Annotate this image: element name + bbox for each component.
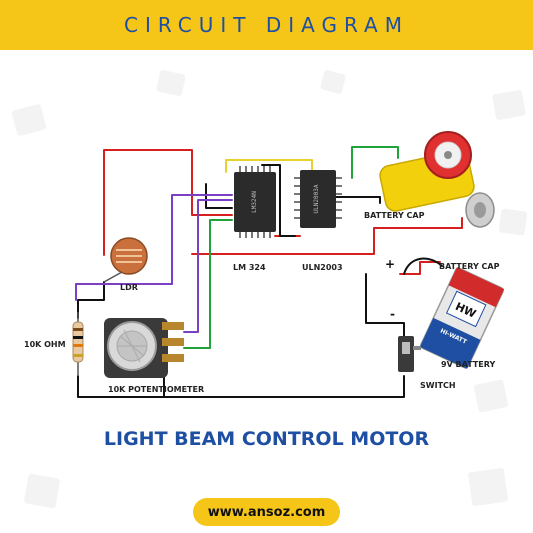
- ldr-label: LDR: [120, 283, 138, 292]
- red-wire-main-rail: [191, 217, 463, 255]
- battery-9v: HW HI-WATT: [419, 267, 505, 369]
- resistor-10k: [72, 312, 84, 376]
- website-pill[interactable]: www.ansoz.com: [193, 498, 340, 526]
- website-url[interactable]: www.ansoz.com: [207, 504, 326, 520]
- black-wire-battery-cap: [403, 257, 443, 275]
- battery-cap-battery-label: BATTERY CAP: [439, 262, 500, 271]
- black-wire-ldr-lead: [77, 281, 105, 319]
- battery-cap-motor-label: BATTERY CAP: [364, 211, 425, 220]
- ldr-sensor: [103, 237, 148, 283]
- black-wire-ground-rail: [77, 375, 405, 398]
- uln2003-label: ULN2003: [302, 263, 343, 272]
- lm324-label: LM 324: [233, 263, 266, 272]
- dc-motor: [379, 131, 495, 228]
- watermark-pattern: [11, 70, 528, 509]
- uln2003-marking: ULN2003A: [313, 184, 320, 213]
- purple-wire-ldr-signal: [75, 194, 233, 301]
- header-banner: CIRCUIT DIAGRAM: [0, 0, 533, 50]
- lm324-chip: LM324N: [234, 166, 276, 238]
- black-wire-motor: [335, 196, 381, 204]
- black-wire-chip-ground: [205, 183, 233, 209]
- battery-label: 9V BATTERY: [441, 360, 495, 369]
- resistor-label: 10K OHM: [24, 340, 66, 349]
- slide-switch: [398, 336, 421, 372]
- project-title: LIGHT BEAM CONTROL MOTOR: [103, 428, 430, 450]
- purple-wire-pot-signal: [183, 199, 233, 333]
- green-wire-pot: [183, 219, 233, 349]
- lm324-marking: LM324N: [251, 191, 258, 213]
- black-wire-uln-link: [261, 164, 296, 237]
- wires: [75, 146, 463, 398]
- potentiometer: [104, 318, 184, 378]
- battery-minus-symbol: -: [390, 307, 395, 321]
- page-title: CIRCUIT DIAGRAM: [124, 13, 409, 37]
- uln2003-chip: ULN2003A: [294, 170, 342, 228]
- green-wire-motor: [351, 146, 399, 179]
- yellow-wire-chips: [225, 159, 313, 173]
- black-wire-battery: [365, 273, 405, 339]
- red-wire-top-loop: [103, 149, 233, 256]
- red-wire-battery-plus: [399, 261, 441, 275]
- switch-label: SWITCH: [420, 381, 456, 390]
- potentiometer-label: 10K POTENTIOMETER: [108, 385, 204, 394]
- battery-plus-symbol: +: [385, 257, 395, 271]
